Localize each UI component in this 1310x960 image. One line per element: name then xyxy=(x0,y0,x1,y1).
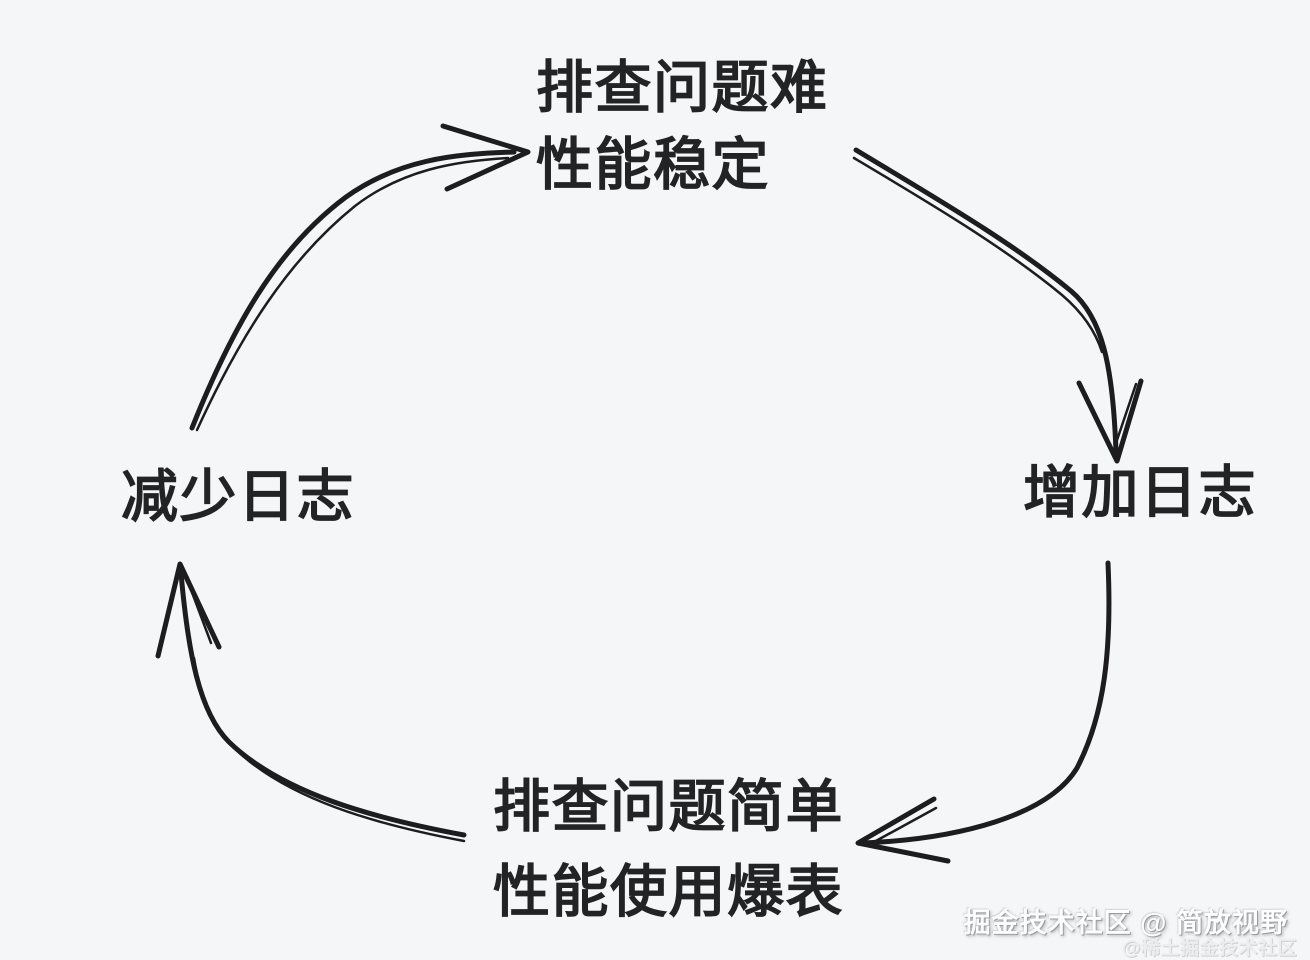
watermark-xitu-community: @稀土掘金技术社区 xyxy=(1121,938,1297,959)
node-reduce-logs-label: 减少日志 xyxy=(121,465,355,529)
curved-arrow-bottom-to-left xyxy=(155,561,467,843)
watermark-community-author: 掘金技术社区 @ 简放视野 xyxy=(963,908,1288,938)
node-troubleshoot-easy: 排查问题简单 性能使用爆表 xyxy=(493,765,844,935)
node-troubleshoot-hard-line2: 性能稳定 xyxy=(536,133,770,197)
node-troubleshoot-hard-line1: 排查问题难 xyxy=(536,56,829,120)
node-troubleshoot-easy-line1: 排查问题简单 xyxy=(493,775,844,839)
node-troubleshoot-hard: 排查问题难 性能稳定 xyxy=(536,50,829,204)
node-add-logs: 增加日志 xyxy=(1023,462,1257,524)
curved-arrow-left-to-top xyxy=(189,123,531,432)
curved-arrow-top-to-right xyxy=(852,147,1144,464)
node-add-logs-label: 增加日志 xyxy=(1023,461,1257,525)
node-troubleshoot-easy-line2: 性能使用爆表 xyxy=(493,860,844,924)
node-reduce-logs: 减少日志 xyxy=(121,466,355,528)
curved-arrow-right-to-bottom xyxy=(855,560,1112,864)
